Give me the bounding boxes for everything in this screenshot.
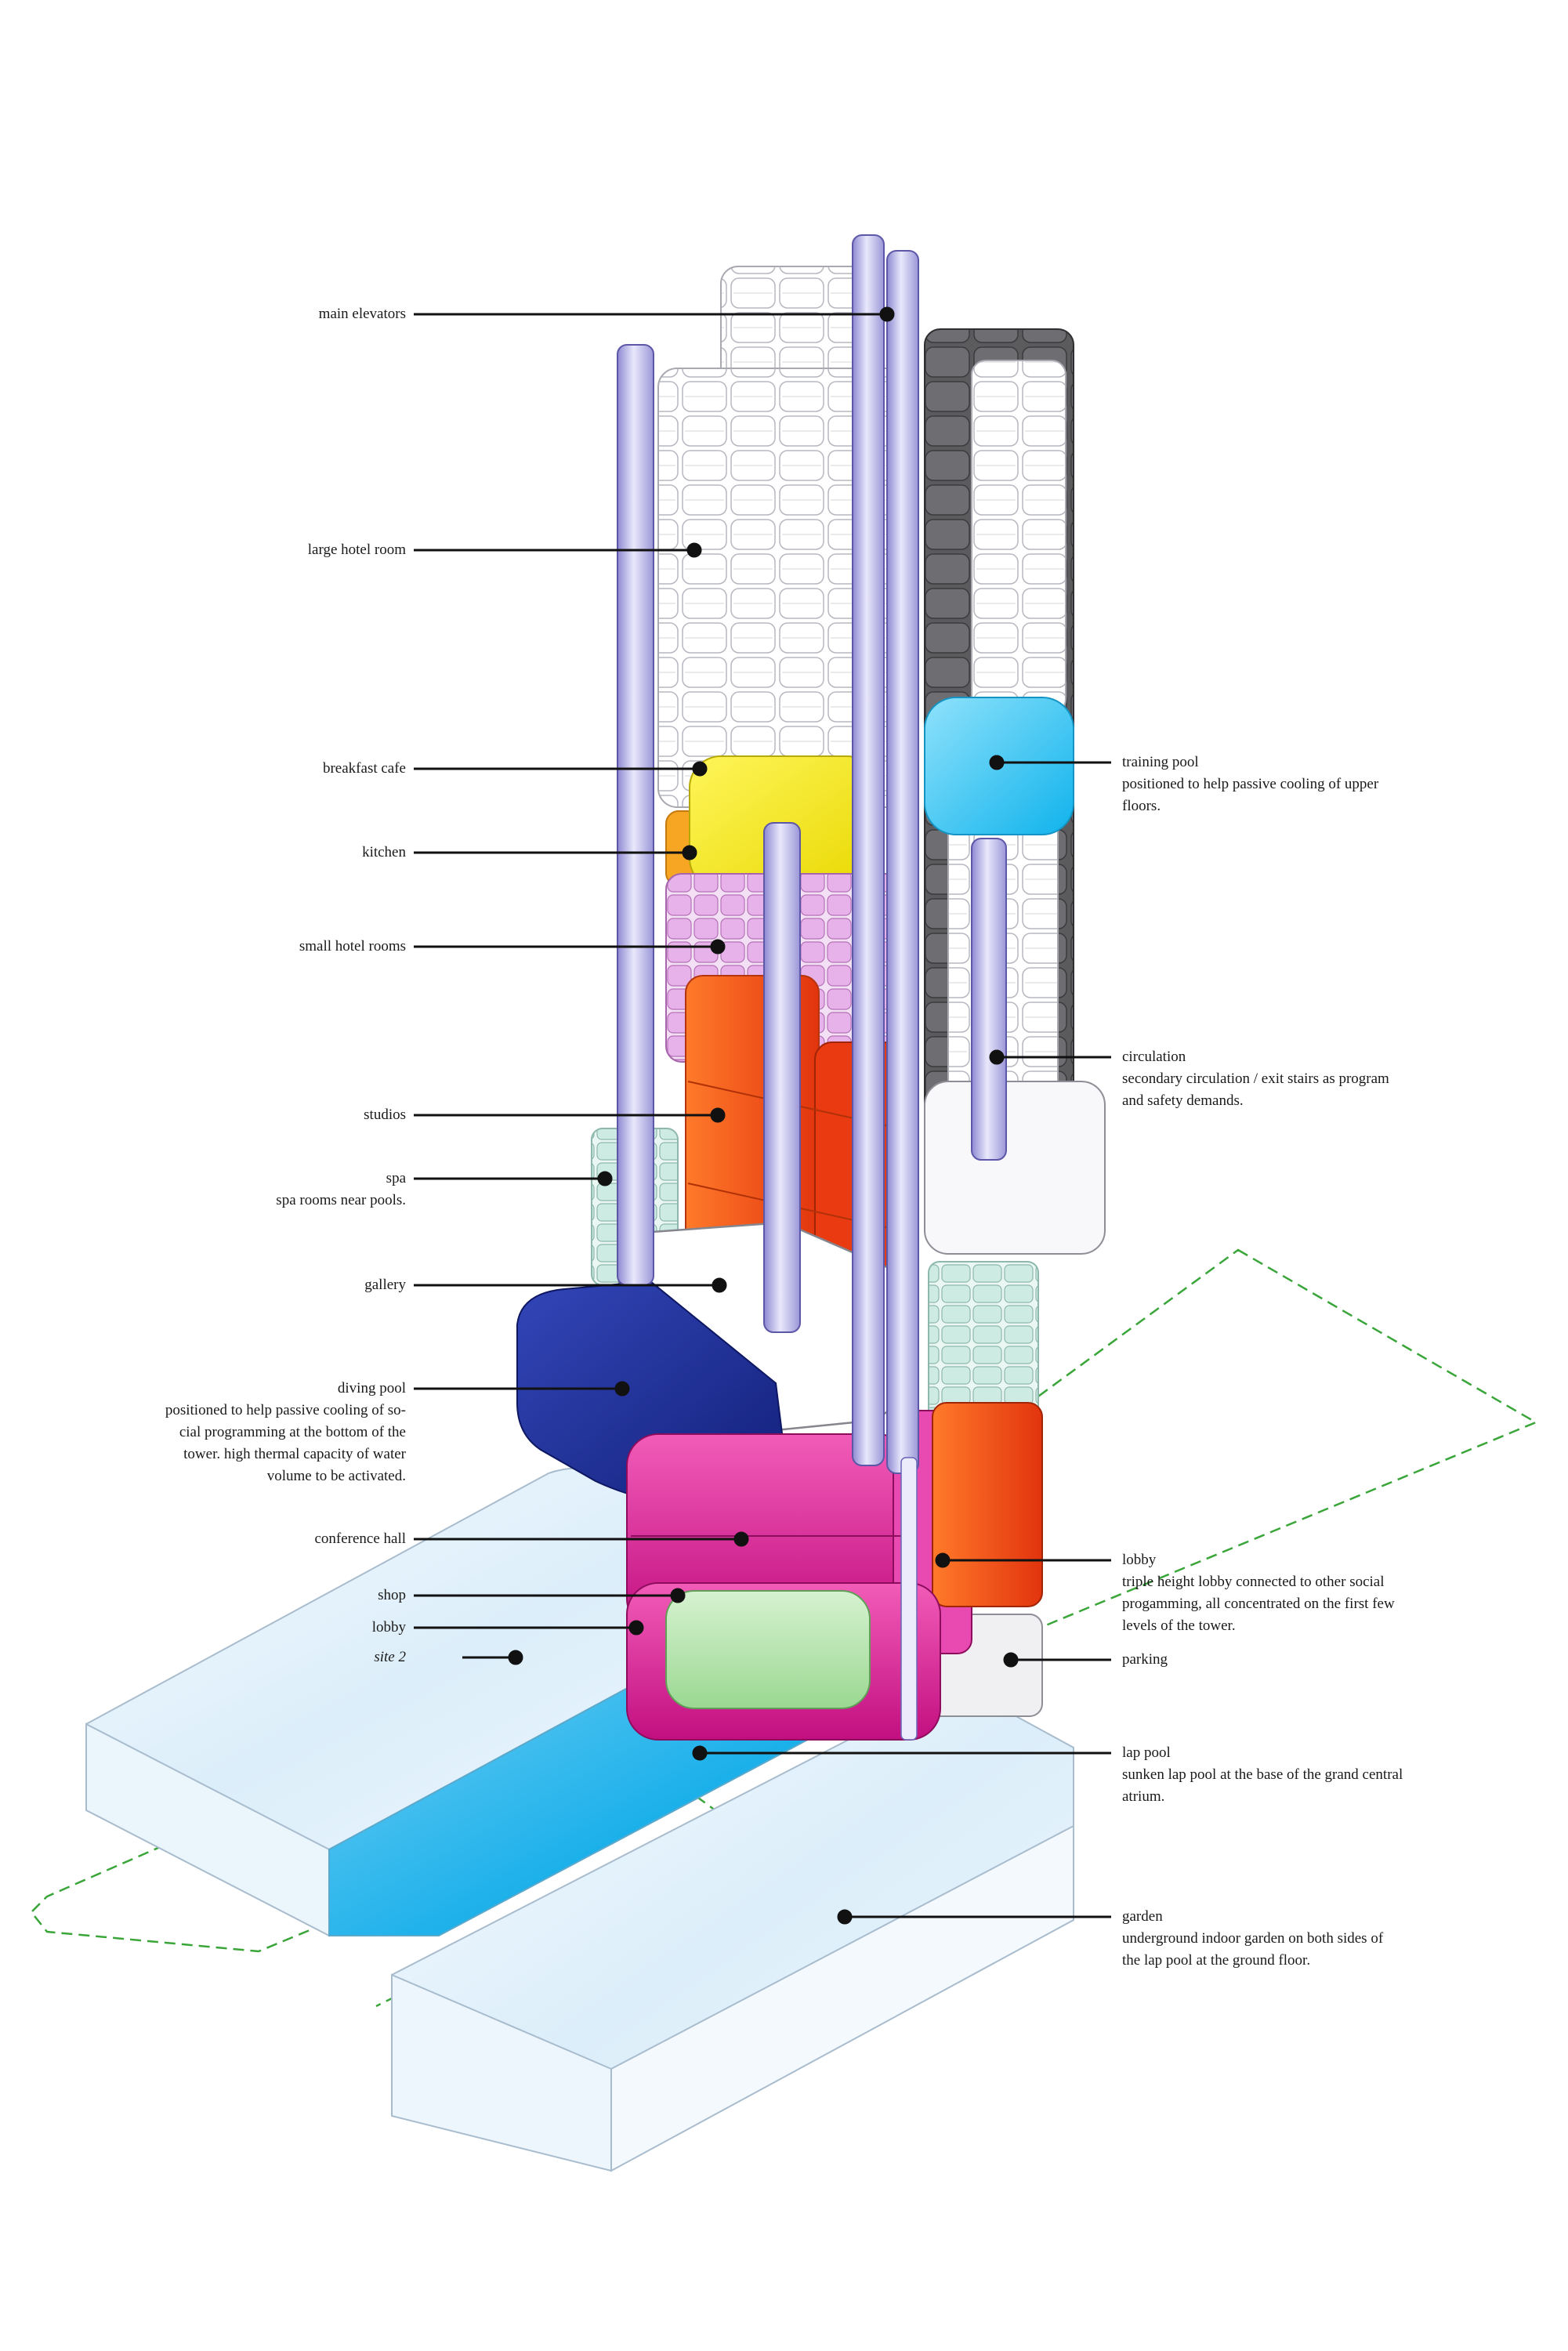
back-room-column [971, 360, 1066, 714]
label-training-pool: training pool positioned to help passive… [1122, 752, 1378, 817]
lobby-orange-block [932, 1402, 1043, 1607]
label-lobby-right-title: lobby [1122, 1552, 1157, 1568]
label-gallery-title: gallery [364, 1277, 406, 1293]
label-garden-title: garden [1122, 1908, 1163, 1925]
label-circulation-desc-2: and safety demands. [1122, 1092, 1244, 1109]
label-large-hotel-room: large hotel room [308, 539, 406, 561]
label-lobby-right-desc-3: levels of the tower. [1122, 1617, 1236, 1634]
label-large-hotel-room-title: large hotel room [307, 542, 406, 558]
label-diving-pool-title: diving pool [337, 1380, 406, 1396]
label-shop: shop [378, 1585, 406, 1607]
label-conference-hall-title: conference hall [314, 1531, 406, 1547]
label-gallery: gallery [364, 1274, 406, 1296]
label-breakfast-cafe-title: breakfast cafe [322, 760, 406, 777]
label-lobby-left-title: lobby [371, 1619, 406, 1636]
label-diving-pool-desc-2: cial programming at the bottom of the [179, 1424, 406, 1440]
label-kitchen-title: kitchen [362, 844, 406, 860]
label-kitchen: kitchen [362, 842, 406, 864]
label-garden-desc-2: the lap pool at the ground floor. [1122, 1952, 1311, 1969]
label-studios: studios [364, 1104, 406, 1126]
label-spa-title: spa [386, 1170, 406, 1186]
label-lap-pool: lap pool sunken lap pool at the base of … [1122, 1742, 1403, 1808]
label-spa: spa spa rooms near pools. [276, 1168, 406, 1212]
label-diving-pool-desc-3: tower. high thermal capacity of water [183, 1446, 406, 1462]
label-studios-title: studios [364, 1107, 406, 1123]
leader-lines-right [692, 755, 1111, 1925]
spa-rooms-lower [928, 1261, 1039, 1427]
leader-lines-left [414, 306, 895, 1665]
label-conference-hall: conference hall [314, 1528, 406, 1550]
label-spa-desc-1: spa rooms near pools. [276, 1192, 406, 1208]
label-lap-pool-title: lap pool [1122, 1744, 1171, 1761]
label-diving-pool: diving pool positioned to help passive c… [165, 1378, 406, 1487]
label-circulation-title: circulation [1122, 1049, 1186, 1065]
elevator-core-line [900, 1457, 918, 1741]
label-diving-pool-desc-4: volume to be activated. [266, 1468, 406, 1484]
label-lobby-right: lobby triple height lobby connected to o… [1122, 1549, 1395, 1637]
circulation-base-block [924, 1081, 1106, 1255]
label-garden-desc-1: underground indoor garden on both sides … [1122, 1930, 1384, 1947]
elevator-shaft-mid [763, 822, 801, 1333]
label-lobby-left: lobby [372, 1617, 406, 1639]
label-small-hotel-rooms-title: small hotel rooms [299, 938, 406, 955]
label-diving-pool-desc-1: positioned to help passive cooling of so… [165, 1402, 406, 1418]
label-lap-pool-desc-2: atrium. [1122, 1788, 1165, 1805]
label-lap-pool-desc-1: sunken lap pool at the base of the grand… [1122, 1766, 1403, 1783]
label-garden: garden underground indoor garden on both… [1122, 1906, 1383, 1972]
elevator-shaft-main-b [886, 250, 919, 1474]
label-main-elevators-title: main elevators [318, 306, 406, 322]
shop-block [665, 1590, 871, 1709]
label-circulation-desc-1: secondary circulation / exit stairs as p… [1122, 1070, 1389, 1087]
label-breakfast-cafe: breakfast cafe [323, 758, 406, 780]
circulation-shaft [971, 838, 1007, 1161]
label-parking: parking [1122, 1649, 1168, 1671]
label-training-pool-desc-1: positioned to help passive cooling of up… [1122, 776, 1379, 792]
label-circulation: circulation secondary circulation / exit… [1122, 1046, 1389, 1112]
label-lobby-right-desc-2: progamming, all concentrated on the firs… [1122, 1596, 1395, 1612]
label-site-2: site 2 [374, 1646, 406, 1668]
label-shop-title: shop [378, 1587, 406, 1603]
label-small-hotel-rooms: small hotel rooms [299, 936, 406, 958]
label-lobby-right-desc-1: triple height lobby connected to other s… [1122, 1574, 1385, 1590]
label-training-pool-title: training pool [1122, 754, 1199, 770]
label-parking-title: parking [1122, 1651, 1168, 1668]
garden-right-side [610, 1824, 1074, 2172]
label-site-2-title: site 2 [374, 1649, 406, 1665]
label-main-elevators: main elevators [319, 303, 406, 325]
elevator-shaft-main-a [852, 234, 885, 1466]
label-training-pool-desc-2: floors. [1122, 798, 1161, 814]
elevator-shaft-left [617, 344, 654, 1286]
